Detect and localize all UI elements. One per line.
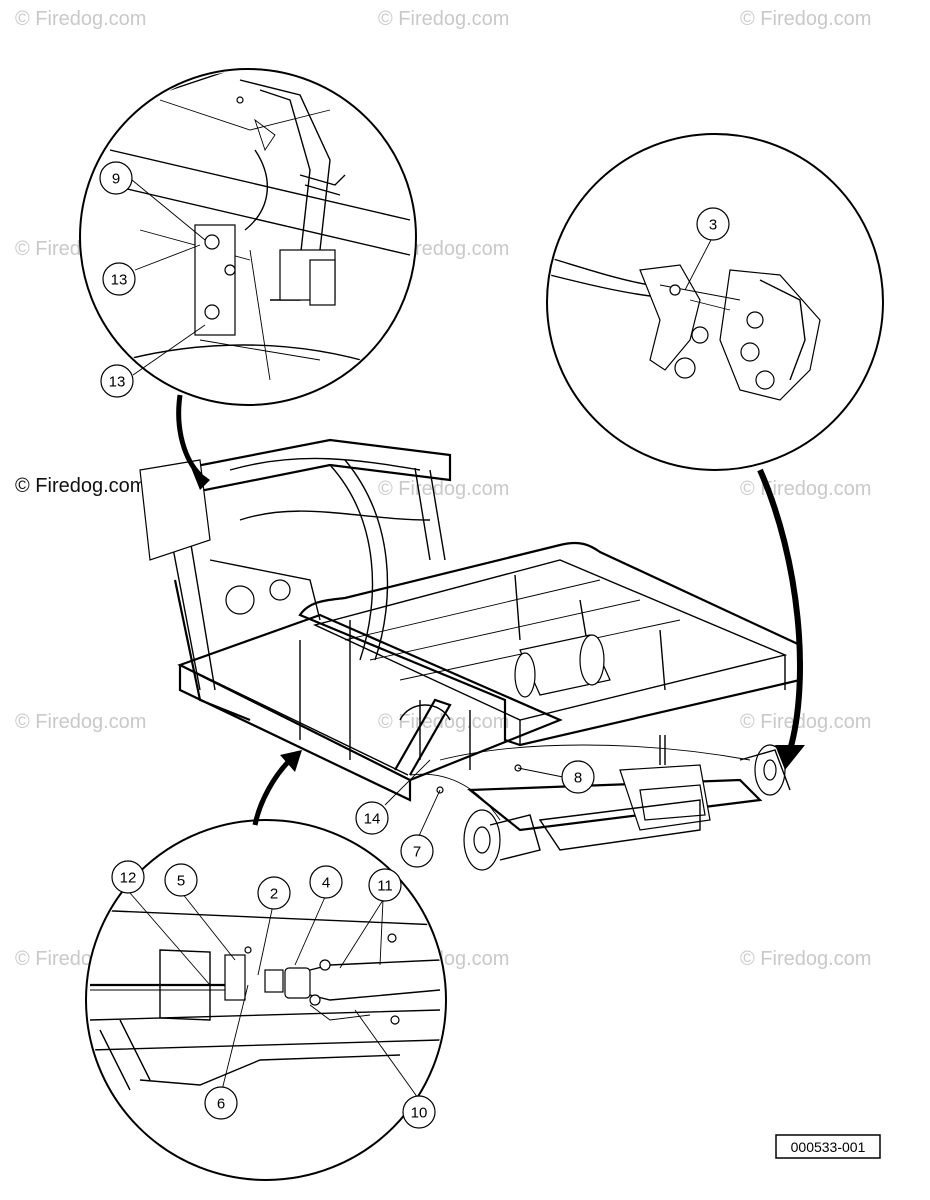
callout-11: 11 xyxy=(368,868,402,902)
callout-13-lower-label: 13 xyxy=(109,374,126,391)
callout-6: 6 xyxy=(204,1086,238,1120)
watermark-3: © Firedog.com xyxy=(740,8,871,30)
callout-5-label: 5 xyxy=(177,873,185,890)
watermark-1: © Firedog.com xyxy=(15,8,146,30)
callout-13-upper: 13 xyxy=(102,262,136,296)
callout-8: 8 xyxy=(561,760,595,794)
callout-2-label: 2 xyxy=(270,886,278,903)
callout-13-lower: 13 xyxy=(100,364,134,398)
callout-4-label: 4 xyxy=(322,875,330,892)
callout-3: 3 xyxy=(696,207,730,241)
arrow-pedal-head xyxy=(190,465,210,490)
callout-13-upper-label: 13 xyxy=(111,272,128,289)
callout-6-label: 6 xyxy=(217,1096,225,1113)
arrows xyxy=(176,394,805,826)
callout-4: 4 xyxy=(309,865,343,899)
arrow-cable xyxy=(252,758,292,826)
callout-10-label: 10 xyxy=(411,1105,428,1122)
watermark-dark: © Firedog.com xyxy=(15,475,146,497)
callout-11-label: 11 xyxy=(377,878,393,895)
callout-7: 7 xyxy=(400,834,434,868)
callout-9-label: 9 xyxy=(112,171,120,188)
chassis-drawing xyxy=(139,438,802,871)
callout-10: 10 xyxy=(402,1095,436,1129)
watermark-9: © Firedog.com xyxy=(15,711,146,733)
callouts: 9 13 13 3 8 14 7 12 xyxy=(99,161,730,1129)
diagram-reference: 000533-001 xyxy=(775,1134,881,1159)
diagram-reference-label: 000533-001 xyxy=(791,1139,866,1155)
watermark-7: © Firedog.com xyxy=(378,478,509,500)
callout-5: 5 xyxy=(164,863,198,897)
callout-8-label: 8 xyxy=(574,770,582,787)
detail-circle-cable xyxy=(85,819,447,1181)
main-leaders xyxy=(384,759,564,839)
callout-3-label: 3 xyxy=(709,217,717,234)
callout-14-label: 14 xyxy=(364,811,381,828)
callout-7-label: 7 xyxy=(413,844,421,861)
arrow-cable-head xyxy=(280,750,302,772)
callout-12: 12 xyxy=(111,860,145,894)
watermark-11: © Firedog.com xyxy=(740,711,871,733)
watermark-14: © Firedog.com xyxy=(740,948,871,970)
watermark-10: © Firedog.com xyxy=(378,711,509,733)
arrow-caliper xyxy=(757,468,803,751)
callout-9: 9 xyxy=(99,161,133,195)
callout-2: 2 xyxy=(257,876,291,910)
detail-circle-pedal xyxy=(79,68,417,406)
watermark-2: © Firedog.com xyxy=(378,8,509,30)
callout-14: 14 xyxy=(355,801,389,835)
arrow-caliper-head xyxy=(775,745,805,770)
detail-circle-caliper xyxy=(546,133,884,471)
callout-12-label: 12 xyxy=(120,870,137,887)
watermark-8: © Firedog.com xyxy=(740,478,871,500)
